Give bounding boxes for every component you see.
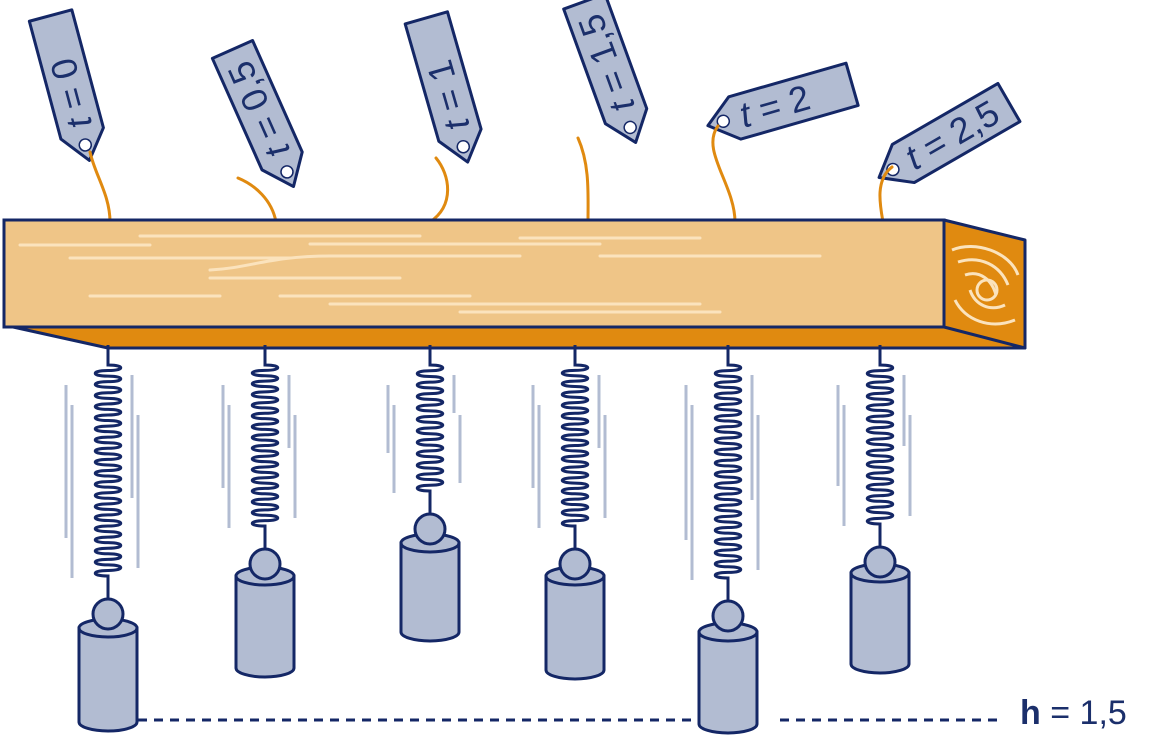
mass-ball [863,545,897,579]
tag-hole [280,165,294,179]
tag-string [576,136,590,224]
mass-ball [248,547,282,581]
beam-top-edge [942,218,1027,350]
beam-end-grain [951,245,1020,326]
tag-shape [210,39,304,189]
tag-label: t = 0 [42,54,100,133]
tag-shape [706,61,860,141]
tag-hole [456,139,471,154]
tag-label: t = 2 [735,77,815,136]
springs-and-masses [64,345,912,735]
tag-strings [88,124,894,224]
mass-ball [711,599,745,633]
wooden-beam [2,218,1027,350]
mass-ball [558,547,592,581]
tag-shape [562,0,649,144]
mass-ball [413,512,447,546]
mass-body [77,626,139,733]
tag-string [236,176,278,224]
spring-mass [386,345,462,643]
tag-hole [78,138,93,152]
tag-string [711,124,737,224]
time-tag: t = 0 [27,8,105,162]
time-tags: t = 0 t = 0,5 t = 1 t = 1,5 t = 2 t = 2,5 [27,0,1022,189]
time-tag: t = 1 [403,10,483,164]
spring-coil [865,345,895,552]
mass-ball [91,597,125,631]
tag-label: t = 1,5 [570,9,643,118]
height-symbol: h [1020,694,1041,732]
spring-coil [250,345,280,554]
spring-mass [684,345,760,735]
spring-mass [836,345,912,675]
tag-string [878,165,894,224]
spring-coil [713,345,743,606]
mass-body [544,574,606,681]
tag-label: t = 0,5 [219,55,298,164]
tag-shape [877,81,1022,185]
height-equals: = [1050,694,1071,732]
mass-body [849,571,911,675]
height-value: 1,5 [1079,694,1127,732]
spring-coil [560,345,590,554]
time-tag: t = 0,5 [210,39,304,189]
spring-mass [531,345,607,681]
spring-mass [64,345,140,733]
tag-label: t = 1 [419,56,478,136]
tag-hole [716,114,731,129]
tag-hole [623,120,637,135]
tag-shape [27,8,105,162]
time-tag: t = 2,5 [877,81,1022,185]
spring-coil [415,345,445,519]
spring-coil [93,345,123,604]
spring-mass [221,345,297,679]
time-tag: t = 1,5 [562,0,649,144]
mass-body [234,574,296,679]
tag-shape [403,10,483,164]
beam-front-face [2,218,946,329]
time-tag: t = 2 [706,61,860,141]
mass-body [399,541,461,643]
tag-label: t = 2,5 [898,92,1006,178]
height-label: h = 1,5 [1020,694,1127,733]
tag-string [428,156,450,224]
mass-body [697,630,759,735]
tag-string [88,150,112,224]
wood-grain [18,234,822,314]
